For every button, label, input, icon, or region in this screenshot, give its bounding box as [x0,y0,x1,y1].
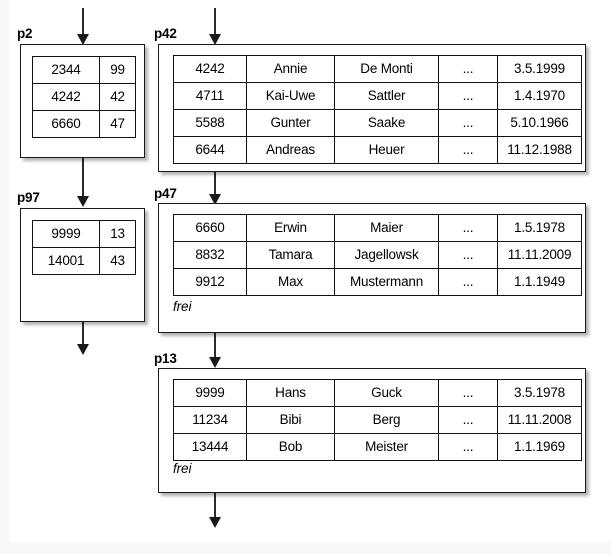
cell-more: ... [438,214,498,242]
block-p97[interactable]: 9999 13 14001 43 [20,208,145,322]
block-p47[interactable]: 6660 Erwin Maier ... 1.5.1978 8832 Tamar… [158,203,586,333]
table-row[interactable]: 13444 Bob Meister ... 1.1.1969 [173,433,582,461]
record-table-p13: 9999 Hans Guck ... 3.5.1978 11234 Bibi B… [173,379,582,461]
cell-more: ... [438,406,498,434]
cell-date: 11.12.1988 [497,136,582,164]
cell-lastname: Guck [334,379,439,407]
block-p13[interactable]: 9999 Hans Guck ... 3.5.1978 11234 Bibi B… [158,368,586,493]
table-row[interactable]: 4242 42 [32,83,136,111]
cell-key: 14001 [32,247,100,275]
cell-key: 6660 [32,110,100,138]
cell-date: 1.4.1970 [497,82,582,110]
cell-more: ... [438,82,498,110]
cell-lastname: De Monti [334,55,439,83]
cell-lastname: Meister [334,433,439,461]
record-table-p97: 9999 13 14001 43 [32,220,136,275]
record-table-p47: 6660 Erwin Maier ... 1.5.1978 8832 Tamar… [173,214,582,296]
cell-lastname: Berg [334,406,439,434]
table-row[interactable]: 9912 Max Mustermann ... 1.1.1949 [173,268,582,296]
cell-id: 5588 [173,109,247,137]
table-row[interactable]: 5588 Gunter Saake ... 5.10.1966 [173,109,582,137]
cell-lastname: Jagellowsk [334,241,439,269]
cell-date: 1.1.1949 [497,268,582,296]
cell-key: 4242 [32,83,100,111]
table-row[interactable]: 9999 13 [32,220,136,248]
table-row[interactable]: 2344 99 [32,56,136,84]
cell-key: 2344 [32,56,100,84]
cell-pointer: 42 [99,83,136,111]
cell-more: ... [438,55,498,83]
free-space-label-p47: frei [173,299,192,314]
cell-lastname: Sattler [334,82,439,110]
table-row[interactable]: 11234 Bibi Berg ... 11.11.2008 [173,406,582,434]
cell-id: 8832 [173,241,247,269]
cell-pointer: 13 [99,220,136,248]
cell-firstname: Bob [246,433,335,461]
cell-id: 9912 [173,268,247,296]
page-edge-bottom [0,542,611,554]
block-p42[interactable]: 4242 Annie De Monti ... 3.5.1999 4711 Ka… [158,44,586,172]
cell-lastname: Mustermann [334,268,439,296]
cell-lastname: Maier [334,214,439,242]
cell-date: 1.5.1978 [497,214,582,242]
table-row[interactable]: 4242 Annie De Monti ... 3.5.1999 [173,55,582,83]
cell-firstname: Andreas [246,136,335,164]
cell-key: 9999 [32,220,100,248]
record-table-p2: 2344 99 4242 42 6660 47 [32,56,136,138]
cell-date: 11.11.2008 [497,406,582,434]
cell-firstname: Bibi [246,406,335,434]
cell-firstname: Hans [246,379,335,407]
table-row[interactable]: 14001 43 [32,247,136,275]
page-edge-left [0,0,9,554]
block-p2[interactable]: 2344 99 4242 42 6660 47 [20,44,145,158]
table-row[interactable]: 9999 Hans Guck ... 3.5.1978 [173,379,582,407]
table-row[interactable]: 8832 Tamara Jagellowsk ... 11.11.2009 [173,241,582,269]
cell-more: ... [438,136,498,164]
cell-more: ... [438,379,498,407]
cell-id: 9999 [173,379,247,407]
cell-date: 11.11.2009 [497,241,582,269]
cell-firstname: Gunter [246,109,335,137]
cell-pointer: 47 [99,110,136,138]
cell-lastname: Saake [334,109,439,137]
cell-id: 4711 [173,82,247,110]
table-row[interactable]: 6660 Erwin Maier ... 1.5.1978 [173,214,582,242]
cell-firstname: Annie [246,55,335,83]
table-row[interactable]: 6660 47 [32,110,136,138]
cell-firstname: Erwin [246,214,335,242]
cell-date: 5.10.1966 [497,109,582,137]
block-label-p97: p97 [17,190,40,205]
block-label-p13: p13 [154,351,177,366]
cell-pointer: 43 [99,247,136,275]
cell-firstname: Max [246,268,335,296]
cell-id: 6644 [173,136,247,164]
cell-more: ... [438,433,498,461]
cell-pointer: 99 [99,56,136,84]
cell-lastname: Heuer [334,136,439,164]
block-label-p2: p2 [17,26,33,41]
cell-date: 3.5.1999 [497,55,582,83]
cell-firstname: Kai-Uwe [246,82,335,110]
table-row[interactable]: 6644 Andreas Heuer ... 11.12.1988 [173,136,582,164]
cell-id: 13444 [173,433,247,461]
cell-date: 1.1.1969 [497,433,582,461]
cell-id: 11234 [173,406,247,434]
cell-firstname: Tamara [246,241,335,269]
cell-more: ... [438,109,498,137]
block-label-p42: p42 [154,26,177,41]
cell-more: ... [438,268,498,296]
block-label-p47: p47 [154,186,177,201]
cell-date: 3.5.1978 [497,379,582,407]
free-space-label-p13: frei [173,461,192,476]
table-row[interactable]: 4711 Kai-Uwe Sattler ... 1.4.1970 [173,82,582,110]
cell-more: ... [438,241,498,269]
cell-id: 4242 [173,55,247,83]
record-table-p42: 4242 Annie De Monti ... 3.5.1999 4711 Ka… [173,55,582,164]
cell-id: 6660 [173,214,247,242]
